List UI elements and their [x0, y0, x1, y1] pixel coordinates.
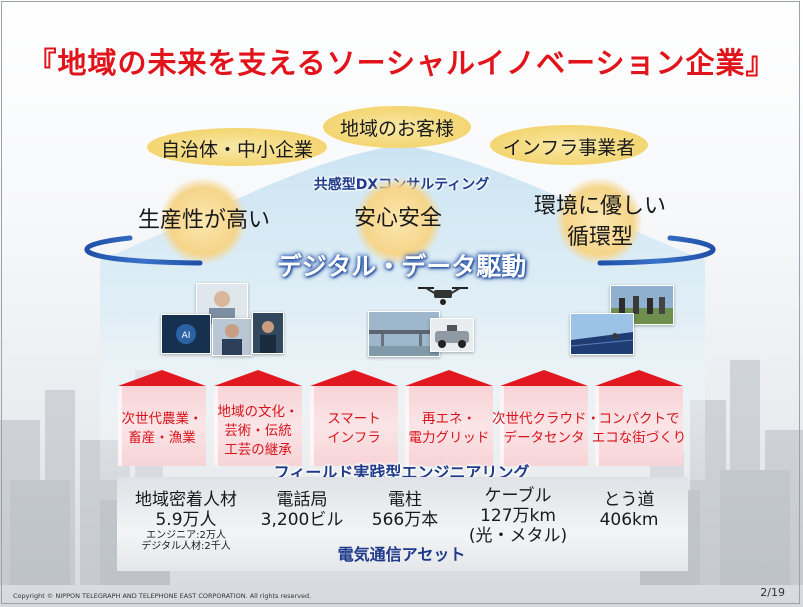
slide: 『地域の未来を支えるソーシャルイノベーション企業』 自治体・中小企業 地域のお客… [0, 0, 803, 607]
slide-frame [1, 1, 800, 604]
